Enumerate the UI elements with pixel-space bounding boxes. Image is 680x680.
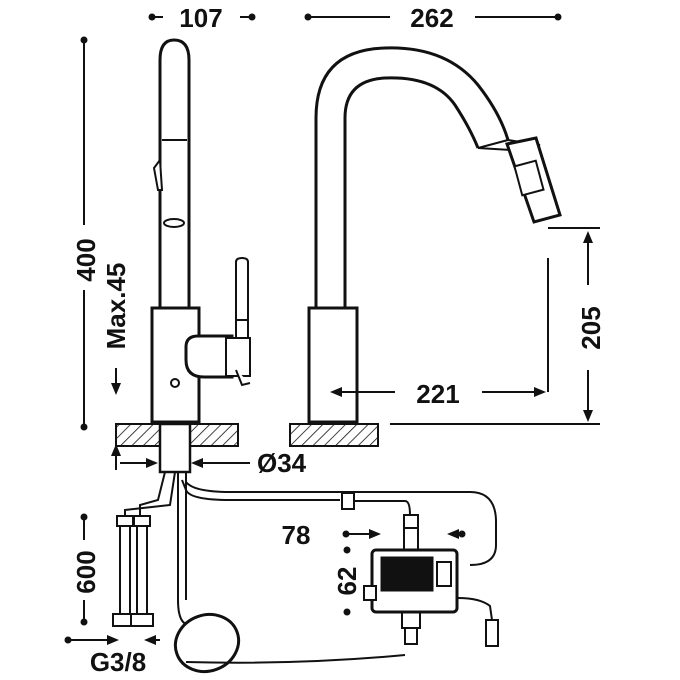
countertop [115, 422, 379, 474]
dim-width-107: 107 [148, 3, 256, 33]
label-g38: G3/8 [90, 647, 146, 677]
label-62: 62 [332, 567, 362, 596]
label-78: 78 [282, 520, 311, 550]
dim-box-62: 62 [332, 546, 362, 616]
label-600: 600 [71, 550, 101, 593]
faucet-front-view [307, 46, 562, 424]
dim-thread-g38: G3/8 [64, 635, 160, 677]
faucet-side-view [150, 38, 251, 424]
label-221: 221 [416, 379, 459, 409]
label-max45: Max.45 [101, 263, 131, 350]
dim-box-78: 78 [282, 520, 466, 550]
dim-reach-221: 221 [330, 379, 546, 409]
dim-hose-600: 600 [71, 513, 101, 626]
valve-box [363, 548, 459, 614]
dim-height-400: 400 [71, 36, 101, 431]
dim-deck-max45: Max.45 [101, 263, 131, 470]
dim-hole-34: Ø34 [120, 448, 307, 478]
label-400: 400 [71, 238, 101, 281]
dim-reach-262: 262 [304, 3, 562, 33]
label-205: 205 [576, 306, 606, 349]
label-107: 107 [179, 3, 222, 33]
label-d34: Ø34 [257, 448, 307, 478]
dim-spout-205: 205 [390, 227, 606, 425]
hoses [112, 471, 499, 673]
label-262: 262 [410, 3, 453, 33]
